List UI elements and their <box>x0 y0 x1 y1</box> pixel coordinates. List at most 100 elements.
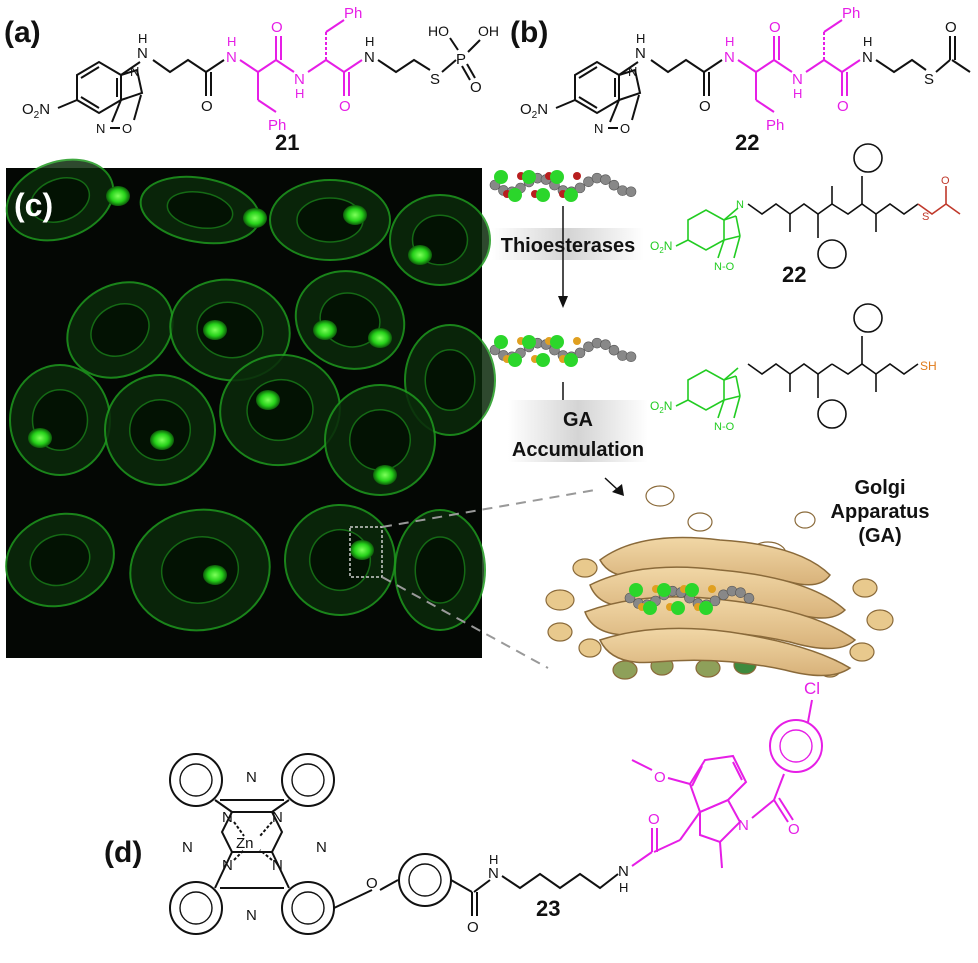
golgi-fluorescence-5 <box>203 320 227 340</box>
molecular-model-thiol <box>489 335 637 367</box>
mol2-atom-14 <box>608 344 620 356</box>
compound-number-21: 21 <box>275 130 299 155</box>
vesicle-11 <box>695 658 721 678</box>
amide-n-a2: N <box>294 71 305 88</box>
phenyl-a1: Ph <box>268 117 286 134</box>
golgimol-nbd-5 <box>699 601 713 615</box>
nitro-22-colored: O2N <box>650 239 672 255</box>
panel-b: (b) N N O O2N N H O <box>510 16 723 136</box>
compound-number-22: 22 <box>735 130 759 155</box>
golgimol-nbd-1 <box>643 601 657 615</box>
nucleus-16 <box>414 536 466 604</box>
benzoyl-o: O <box>788 821 800 838</box>
golgi-label-line3: (GA) <box>858 525 901 547</box>
ether-o: O <box>366 875 378 892</box>
arrow-head-1 <box>558 296 568 308</box>
n-22-amine: N <box>736 199 744 211</box>
mol1-atom-14 <box>608 179 620 191</box>
meso-n-top: N <box>246 769 257 786</box>
indomethacin-moiety: O O N O Cl <box>631 679 823 869</box>
vesicle-4 <box>794 511 816 529</box>
golgimol-atom-13 <box>735 587 746 598</box>
mol2-nbd-5 <box>564 353 578 367</box>
amide-h-b2: H <box>793 86 802 101</box>
indole-n: N <box>738 817 749 834</box>
vesicle-2 <box>687 512 713 532</box>
enzyme-banner <box>492 228 644 260</box>
panel-a: (a) N N O O2N N H O <box>4 16 225 136</box>
meso-n-bottom: N <box>246 907 257 924</box>
phenyl-b2: Ph <box>842 5 860 22</box>
sulfur-b: S <box>924 71 934 88</box>
pyrrole-n-2: N <box>272 809 283 826</box>
nucleus-14 <box>160 536 240 604</box>
meso-n-left: N <box>182 839 193 856</box>
amide-n-d1: N <box>488 865 499 882</box>
golgi-fluorescence-6 <box>313 320 337 340</box>
nucleus-8 <box>424 349 476 411</box>
mol1-nbd-1 <box>508 188 522 202</box>
amide-h-b3: H <box>863 34 872 49</box>
mol2-tail-5 <box>573 337 581 345</box>
vesicle-5 <box>572 558 598 578</box>
nucleus-2 <box>166 190 234 230</box>
mechanism: Thioesterases GA Accumulation O2N N-O N <box>489 143 961 680</box>
amine-h-a: H <box>138 31 147 46</box>
panel-a-label: (a) <box>4 16 41 49</box>
mol1-tail-5 <box>573 172 581 180</box>
nitro-group-a: O2N <box>22 101 50 121</box>
nucleus-12 <box>349 409 411 471</box>
mol1-atom-16 <box>625 186 637 198</box>
furazan-n-bottom-b: N <box>594 121 603 136</box>
panel-d: (d) N N N N N N N N Zn O <box>104 753 629 936</box>
panel-d-label: (d) <box>104 836 142 869</box>
nitro-group-b: O2N <box>520 101 548 121</box>
furazan-o: O <box>122 121 132 136</box>
vesicle-6 <box>545 589 575 611</box>
acetyl-o-b: O <box>945 19 957 36</box>
mol2-nbd-1 <box>508 353 522 367</box>
golgimol-atom-10 <box>709 595 721 607</box>
amine-n-a: N <box>137 45 148 62</box>
panel-c-label: (c) <box>14 187 53 223</box>
arrow-head-2 <box>612 484 624 496</box>
nucleus-6 <box>196 301 264 359</box>
chloro-label: Cl <box>804 679 820 698</box>
golgi-fluorescence-11 <box>373 465 397 485</box>
phenyl-b1: Ph <box>766 117 784 134</box>
indole-five-ring <box>699 798 742 844</box>
mol2-atom-10 <box>574 347 586 359</box>
compound-22-label-c: 22 <box>782 262 806 287</box>
accumulation-banner <box>508 400 648 462</box>
mol2-nbd-4 <box>550 335 564 349</box>
golgi-embedded-molecules <box>624 583 755 615</box>
golgi-cisternae <box>584 536 857 677</box>
carbonyl-o-b1: O <box>699 98 711 115</box>
panel-b-tail: N H S O 22 <box>735 19 971 155</box>
mol1-nbd-2 <box>522 170 536 184</box>
amine-h-b: H <box>636 31 645 46</box>
compound-number-23: 23 <box>536 896 560 921</box>
zinc-phthalocyanine: N N N N N N N N Zn <box>169 753 335 935</box>
vesicle-7 <box>547 622 573 642</box>
nucleus-13 <box>29 533 91 587</box>
carbonyl-o-a1: O <box>201 98 213 115</box>
amide-h-a2: H <box>295 86 304 101</box>
golgi-fluorescence-12 <box>203 565 227 585</box>
microscopy-image: (c) <box>5 158 496 658</box>
panel-b-label: (b) <box>510 16 548 49</box>
accumulation-line2: Accumulation <box>512 439 644 461</box>
pyrrole-n-1: N <box>222 809 233 826</box>
benzamide-o: O <box>467 919 479 936</box>
golgimol-nbd-2 <box>657 583 671 597</box>
vesicle-9 <box>612 660 638 680</box>
n-22-ring: N-O <box>714 261 735 273</box>
phenyl-a2: Ph <box>344 5 362 22</box>
golgi-fluorescence-4 <box>408 245 432 265</box>
golgi-apparatus-illustration: Golgi Apparatus (GA) <box>545 477 929 680</box>
mol2-atom-16 <box>625 351 637 363</box>
mol2-nbd-0 <box>494 335 508 349</box>
golgi-fluorescence-8 <box>28 428 52 448</box>
methoxy-o: O <box>654 769 666 786</box>
